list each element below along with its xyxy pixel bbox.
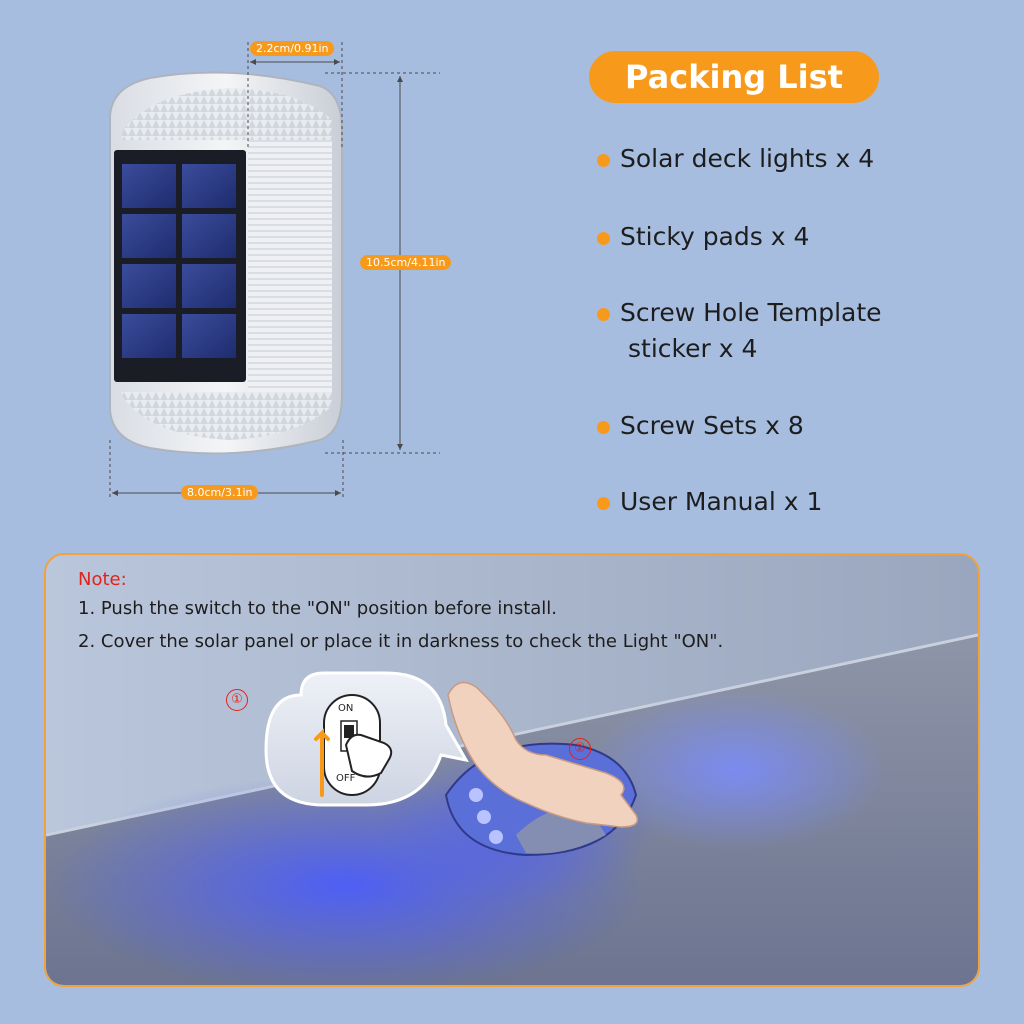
note-panel: Note: 1. Push the switch to the "ON" pos… (44, 553, 980, 987)
hand-illustration (447, 681, 639, 828)
list-item-text: Screw Hole Template (620, 298, 882, 327)
bullet-dot-icon (597, 154, 610, 167)
dimension-width-top: 2.2cm/0.91in (250, 41, 335, 56)
list-item-text-continued: sticker x 4 (628, 334, 758, 363)
bullet-dot-icon (597, 421, 610, 434)
list-item-text: User Manual x 1 (620, 487, 823, 516)
bullet-dot-icon (597, 497, 610, 510)
bullet-dot-icon (597, 308, 610, 321)
dimension-width-bottom: 8.0cm/3.1in (181, 485, 259, 500)
bullet-dot-icon (597, 232, 610, 245)
list-item-text: Solar deck lights x 4 (620, 144, 875, 173)
list-item-text: Sticky pads x 4 (620, 222, 810, 251)
product-diagram: 2.2cm/0.91in 10.5cm/4.11in 8.0cm/3.1in (0, 0, 520, 520)
switch-off-label: OFF (336, 773, 356, 784)
note-instruction-2: 2. Cover the solar panel or place it in … (78, 631, 724, 652)
switch-on-label: ON (338, 703, 354, 714)
step-marker-2: ② (569, 738, 591, 760)
list-item-text: Screw Sets x 8 (620, 411, 804, 440)
usage-scene-illustration (46, 555, 978, 985)
solar-light-illustration (109, 42, 440, 500)
note-instruction-1: 1. Push the switch to the "ON" position … (78, 598, 558, 619)
step-marker-1: ① (226, 689, 248, 711)
dimension-height: 10.5cm/4.11in (360, 255, 452, 270)
packing-list-title: Packing List (589, 51, 879, 103)
note-label: Note: (78, 569, 127, 590)
solar-panel-cells (122, 164, 236, 358)
switch-callout (264, 671, 469, 807)
